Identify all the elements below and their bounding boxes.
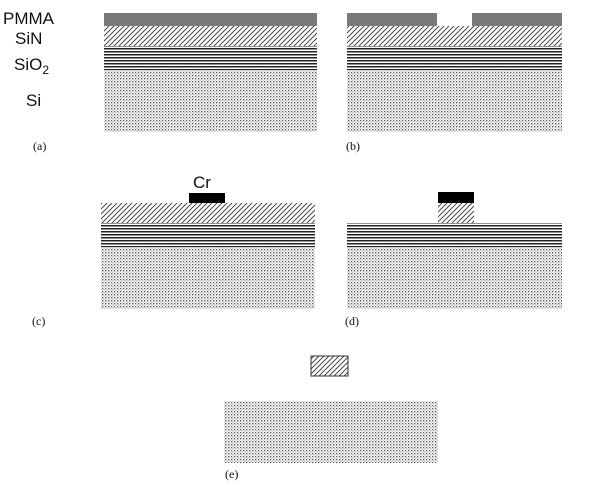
sin-pillar [438,203,474,223]
sin-layer [101,203,315,223]
sio2-label-subscript: 2 [42,63,49,77]
si-substrate [104,70,317,132]
pmma-layer [104,13,317,26]
panel-d: (d) [345,192,562,328]
si-substrate [347,70,562,132]
si-substrate [224,401,438,463]
pmma-layer-right [472,13,562,26]
panel-b: (b) [346,13,562,153]
pmma-layer-left [347,13,437,26]
sio2-layer [101,223,315,247]
chromium-mask [189,193,225,203]
cr-label: Cr [193,173,211,192]
chromium-mask [438,192,474,203]
si-label: Si [26,91,41,110]
panel-label-d: (d) [345,314,359,328]
sin-layer [104,26,317,46]
sio2-label: SiO2 [14,55,49,77]
panel-a: PMMA SiN SiO2 Si (a) [3,9,317,153]
panel-e: (e) [224,355,438,481]
sio2-layer [347,223,562,247]
pmma-label: PMMA [3,9,55,28]
panel-label-e: (e) [225,467,238,481]
panel-label-b: (b) [346,139,360,153]
si-substrate [347,247,562,309]
sio2-layer [347,46,562,70]
sio2-layer [104,46,317,70]
sin-layer [347,26,562,46]
sio2-label-base: SiO [14,55,42,74]
sin-pillar [310,355,349,377]
panel-c: Cr (c) [32,173,315,328]
sin-label: SiN [15,29,42,48]
panel-label-a: (a) [33,139,46,153]
panel-label-c: (c) [32,314,45,328]
si-substrate [101,247,315,309]
